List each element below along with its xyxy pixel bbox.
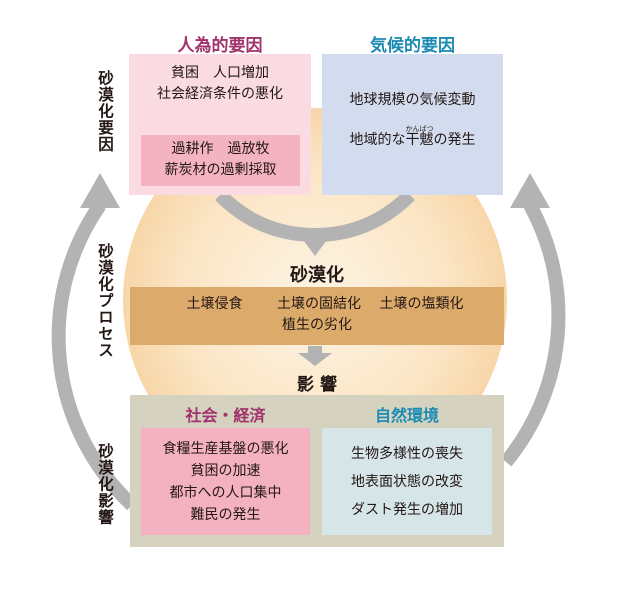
climate-factors-title: 気候的要因	[370, 36, 455, 56]
impact-arrow	[298, 353, 332, 366]
nature-title: 自然環境	[374, 406, 439, 425]
social-impact: 食糧生産基盤の悪化	[162, 441, 289, 457]
human-line: 貧困 人口増加	[171, 65, 269, 81]
climate-factors-box: 地球規模の気候変動 地域的な干魃かんばつの発生	[322, 54, 503, 195]
climate-line: 地球規模の気候変動	[349, 92, 476, 108]
social-impacts-box: 食糧生産基盤の悪化 貧困の加速 都市への人口集中 難民の発生	[141, 428, 310, 535]
label-impacts: 砂漠化影響	[96, 443, 114, 526]
social-impact: 都市への人口集中	[169, 485, 282, 501]
human-line: 社会経済条件の悪化	[157, 86, 283, 102]
process-item: 植生の劣化	[282, 317, 352, 333]
nature-impact: 地表面状態の改変	[351, 474, 463, 490]
climate-line: 地域的な干魃かんばつの発生	[349, 125, 476, 148]
activity-line: 過耕作 過放牧	[171, 141, 270, 157]
process-row: 土壌侵食 土壌の固結化 土壌の塩類化	[186, 296, 464, 312]
social-impact: 難民の発生	[190, 507, 261, 523]
left-arrow-head	[80, 173, 120, 208]
converging-arrow-head	[297, 232, 333, 256]
social-title: 社会・経済	[185, 406, 266, 425]
nature-impacts-box: 生物多様性の喪失 地表面状態の改変 ダスト発生の増加	[322, 428, 492, 535]
label-process: 砂漠化プロセス	[96, 243, 114, 359]
label-causes: 砂漠化要因	[96, 70, 114, 153]
right-arrow-head	[510, 173, 550, 208]
right-cycle-arrow	[500, 201, 566, 467]
impact-title: 影 響	[297, 375, 337, 395]
human-factors-title: 人為的要因	[177, 36, 263, 56]
desertification-title: 砂漠化	[290, 265, 344, 286]
human-activities-box: 過耕作 過放牧 薪炭材の過剰採取	[141, 135, 300, 186]
social-impact: 貧困の加速	[190, 463, 261, 479]
activity-line: 薪炭材の過剰採取	[164, 162, 277, 178]
nature-impact: 生物多様性の喪失	[351, 446, 463, 462]
nature-impact: ダスト発生の増加	[351, 502, 463, 518]
left-cycle-arrow	[51, 200, 137, 511]
desertification-box: 土壌侵食 土壌の固結化 土壌の塩類化 植生の劣化	[130, 287, 504, 345]
